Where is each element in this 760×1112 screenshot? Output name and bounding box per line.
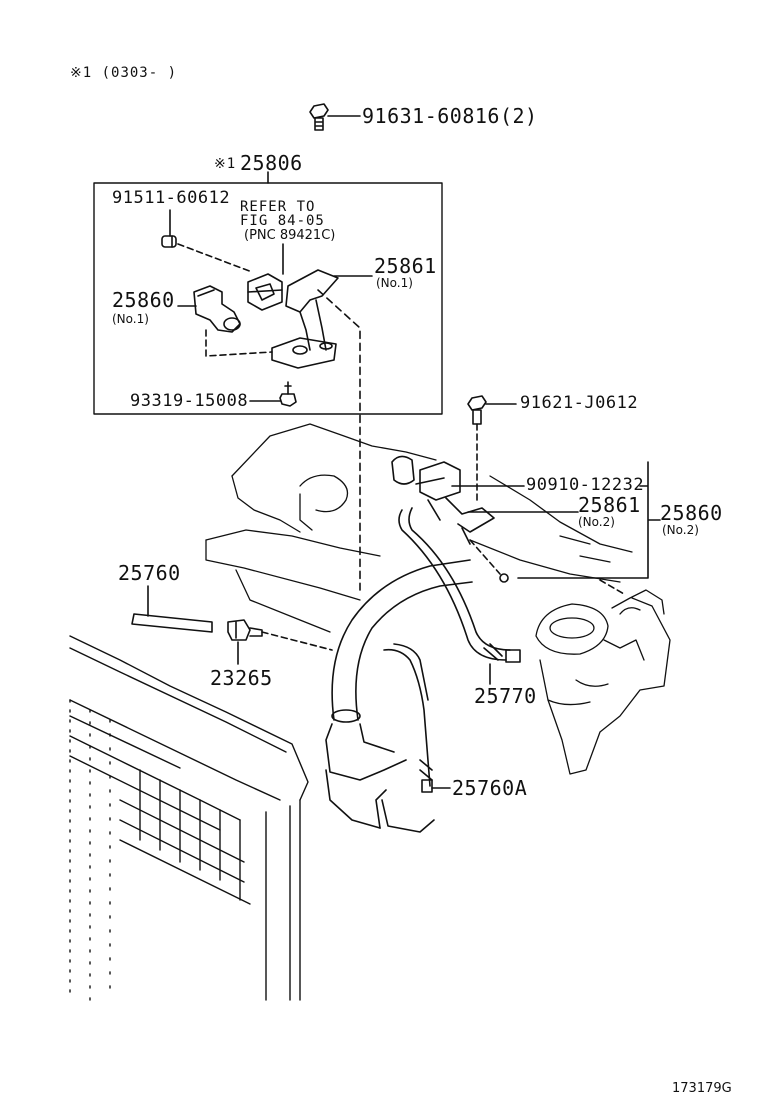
figure-id: 173179G xyxy=(672,1081,732,1096)
engine-outline xyxy=(205,423,633,633)
label-sensor: 23265 xyxy=(210,666,273,690)
dash-bolt-small xyxy=(177,243,253,273)
pipe-a-icon xyxy=(383,643,433,793)
label-assembly: 25806 xyxy=(240,151,303,175)
intake-hose xyxy=(325,559,473,833)
label-valve-no2: 25860 xyxy=(660,501,723,525)
label-bolt-top: 91631-60816(2) xyxy=(362,104,538,128)
label-valve-no1: 25860 xyxy=(112,288,175,312)
bolt-top-icon xyxy=(309,103,329,131)
label-bolt-small: 91511-60612 xyxy=(112,188,231,208)
label-refer-1: REFER TO xyxy=(240,199,316,215)
bracket-no1-icon xyxy=(271,269,339,369)
radiator-grid xyxy=(69,635,309,1001)
connector-icon xyxy=(247,273,283,311)
bolt-right-icon xyxy=(467,395,487,425)
label-bracket-no2: 25861 xyxy=(578,493,641,517)
dash-sensor xyxy=(261,631,333,651)
label-pipe: 25760 xyxy=(118,561,181,585)
label-refer-2: FIG 84-05 xyxy=(240,213,325,229)
vacuum-hose xyxy=(398,507,521,663)
label-bracket-no2-sub: (No.2) xyxy=(578,515,615,529)
vsv-no2-icon xyxy=(391,455,495,545)
label-pipe-a: 25760A xyxy=(452,776,528,800)
vsv-no1-icon xyxy=(177,285,241,333)
bolt-bottom-icon xyxy=(279,381,297,407)
bolt-small-icon xyxy=(161,235,177,248)
callout-bracket-no2 xyxy=(517,461,661,579)
dash-bracket-screw xyxy=(469,539,501,575)
label-bracket-no1-sub: (No.1) xyxy=(376,276,413,290)
label-bolt-bottom: 93319-15008 xyxy=(130,391,249,411)
label-bolt-right: 91621-J0612 xyxy=(520,393,639,413)
label-hose-clip: 90910-12232 xyxy=(526,475,645,495)
label-hose: 25770 xyxy=(474,684,537,708)
dash-valve-no1 xyxy=(205,329,273,357)
dash-assembly-to-engine xyxy=(317,289,361,591)
label-bracket-no1: 25861 xyxy=(374,254,437,278)
label-valve-no1-sub: (No.1) xyxy=(112,312,149,326)
variant-note: ※1 (0303- ) xyxy=(70,65,178,81)
label-valve-no2-sub: (No.2) xyxy=(662,523,699,537)
screw-icon xyxy=(499,573,509,583)
label-refer-3: (PNC 89421C) xyxy=(244,228,336,243)
pipe-icon xyxy=(131,613,213,633)
sensor-icon xyxy=(227,619,263,641)
throttle-body-icon xyxy=(535,589,671,775)
label-assembly-mark: ※1 xyxy=(214,156,237,172)
dash-valve-no2-to-throttle xyxy=(599,579,625,595)
